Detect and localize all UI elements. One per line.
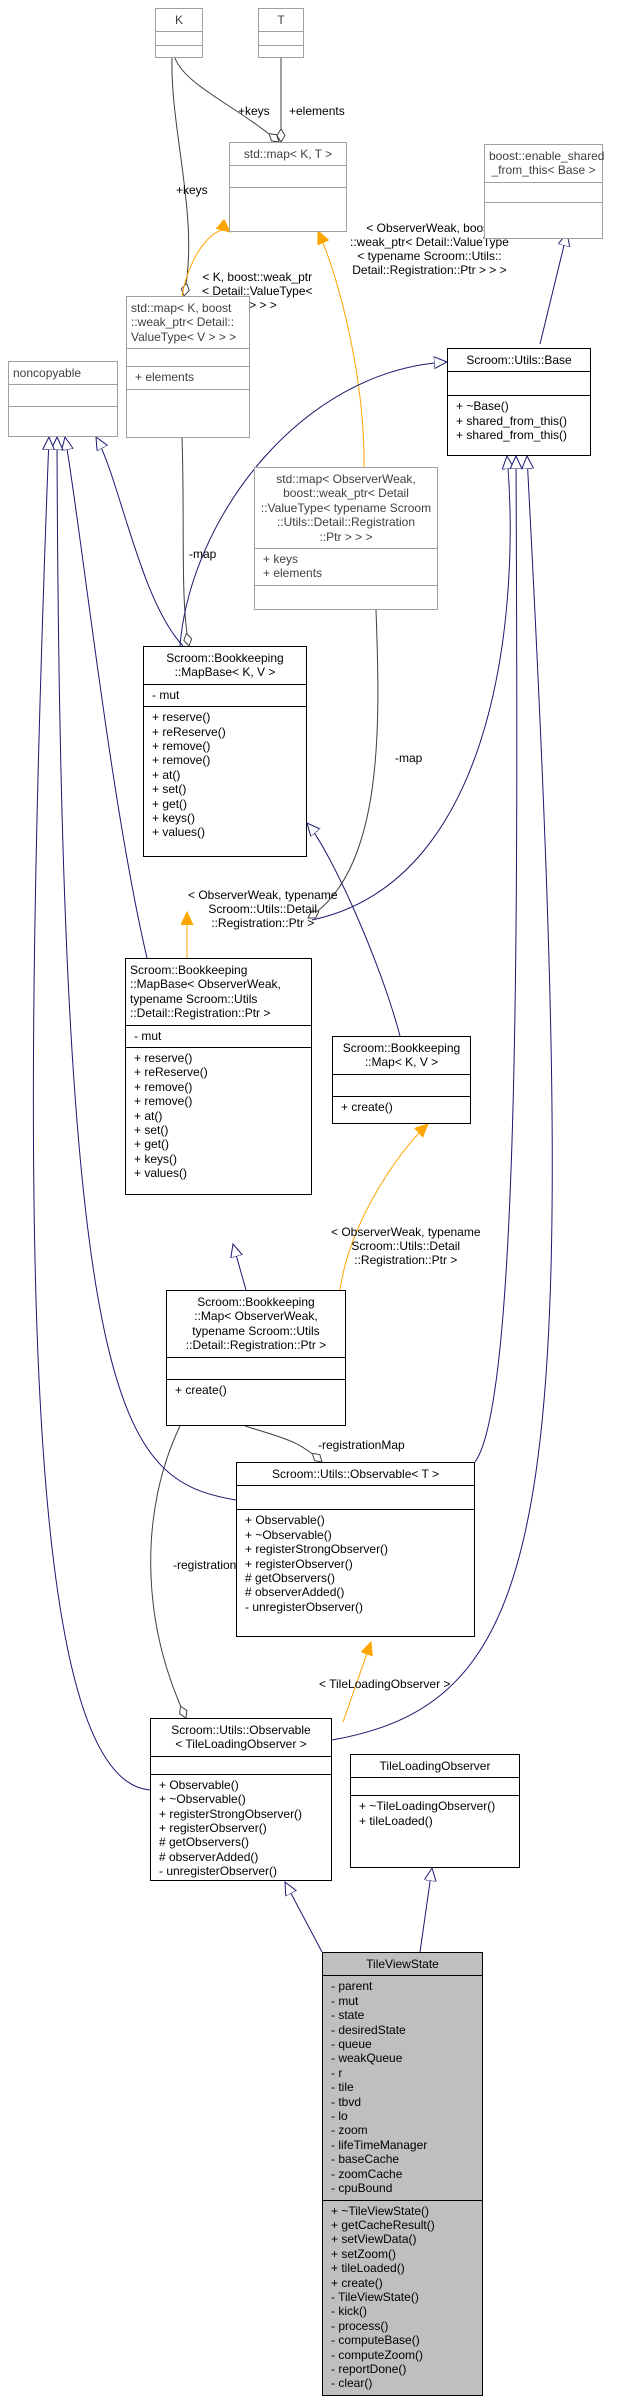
- class-map-k-v: Scroom::Bookkeeping::Map< K, V > + creat…: [332, 1036, 471, 1124]
- class-methods: + reserve()+ reReserve()+ remove()+ remo…: [126, 1047, 311, 1185]
- class-title: std::map< K, T >: [243, 147, 333, 161]
- class-title: Scroom::Utils::Observable< TileLoadingOb…: [171, 1723, 311, 1752]
- class-members: + ~Base()+ shared_from_this()+ shared_fr…: [448, 395, 590, 446]
- class-title: std::map< K, boost::weak_ptr< Detail::Va…: [131, 301, 237, 344]
- class-methods: + ~TileLoadingObserver()+ tileLoaded(): [351, 1795, 519, 1832]
- class-title: boost::enable_shared_from_this< Base >: [489, 149, 605, 178]
- edge-map-obs-mapbase-obs: [233, 1244, 247, 1291]
- class-observable-t: Scroom::Utils::Observable< T > + Observa…: [236, 1462, 475, 1637]
- edge-label-keys-k: +keys: [238, 104, 270, 118]
- edge-observable-t-base: [474, 456, 517, 1463]
- class-methods: + Observable()+ ~Observable()+ registerS…: [237, 1509, 474, 1618]
- class-tileviewstate: TileViewState - parent- mut- state- desi…: [322, 1952, 483, 2396]
- class-observable-tileloadingobserver: Scroom::Utils::Observable< TileLoadingOb…: [150, 1718, 332, 1881]
- edge-tmpl-map: [339, 1124, 428, 1291]
- class-title: noncopyable: [13, 366, 82, 380]
- class-title: Scroom::Bookkeeping::MapBase< ObserverWe…: [130, 963, 281, 1021]
- class-title: Scroom::Bookkeeping::MapBase< K, V >: [166, 651, 284, 680]
- edge-mapbase-obs-noncopyable: [65, 437, 148, 959]
- class-std-map-k-t: std::map< K, T >: [229, 142, 347, 232]
- edge-label-map-right: -map: [395, 751, 423, 765]
- class-std-map-weak-ptr: std::map< K, boost::weak_ptr< Detail::Va…: [126, 296, 250, 438]
- edge-regmap-1: [244, 1425, 322, 1462]
- class-title: TileLoadingObserver: [379, 1759, 491, 1773]
- edge-label-tmpl-tlo: < TileLoadingObserver >: [319, 1677, 451, 1691]
- edge-label-tmpl-observerweak: < ObserverWeak, boost::weak_ptr< Detail:…: [350, 221, 509, 277]
- class-members: + elements: [127, 366, 249, 388]
- edge-label-map-left: -map: [189, 547, 217, 561]
- edge-map-kv-mapbase-kv: [307, 823, 401, 1037]
- edge-label-regmap-1: -registrationMap: [318, 1438, 405, 1452]
- class-methods: + ~TileViewState()+ getCacheResult()+ se…: [323, 2199, 482, 2395]
- class-title: T: [277, 13, 285, 27]
- edge-mapbase-kv-noncopyable: [96, 437, 184, 647]
- class-attributes: - parent- mut- state- desiredState- queu…: [323, 1975, 482, 2199]
- edge-observable-tlo-base: [331, 456, 553, 1741]
- class-title: Scroom::Bookkeeping::Map< ObserverWeak,t…: [185, 1295, 327, 1353]
- class-methods: + create(): [333, 1095, 470, 1118]
- edge-tvs-observable-tlo: [285, 1882, 323, 1953]
- edge-keys-k: [174, 57, 279, 142]
- class-k: K: [155, 8, 203, 58]
- class-methods: + create(): [167, 1378, 345, 1401]
- edge-label-elements-t: +elements: [289, 104, 345, 118]
- edge-observable-t-noncopyable: [57, 437, 237, 1501]
- class-enable-shared-from-this: boost::enable_shared_from_this< Base >: [484, 144, 605, 239]
- edge-keys-k2: [171, 57, 189, 296]
- edge-enable-shared-base: [539, 233, 567, 345]
- class-t: T: [258, 8, 304, 58]
- class-scroom-utils-base: Scroom::Utils::Base + ~Base()+ shared_fr…: [447, 348, 591, 456]
- class-map-observerweak: Scroom::Bookkeeping::Map< ObserverWeak,t…: [166, 1290, 346, 1426]
- class-tileloadingobserver: TileLoadingObserver + ~TileLoadingObserv…: [350, 1754, 520, 1868]
- class-title: TileViewState: [366, 1957, 439, 1971]
- edge-observable-tlo-noncopyable: [32, 437, 151, 1791]
- class-title: Scroom::Utils::Observable< T >: [272, 1467, 439, 1481]
- edge-map-right: [308, 609, 379, 918]
- class-std-map-observerweak: std::map< ObserverWeak,boost::weak_ptr< …: [254, 467, 438, 610]
- class-mapbase-observerweak: Scroom::Bookkeeping::MapBase< ObserverWe…: [125, 958, 312, 1195]
- class-title: Scroom::Utils::Base: [466, 353, 572, 367]
- edge-tvs-tlo: [419, 1868, 432, 1953]
- class-noncopyable: noncopyable: [8, 361, 118, 437]
- edge-mapbase-kv-base: [179, 362, 447, 647]
- edge-tmpl-observerweak: [318, 231, 365, 469]
- class-mapbase-k-v: Scroom::Bookkeeping::MapBase< K, V > - m…: [143, 646, 307, 857]
- edge-tmpl-tlo: [342, 1642, 371, 1723]
- edge-mapbase-obs-base: [311, 456, 510, 921]
- class-title: K: [174, 13, 183, 27]
- class-methods: + Observable()+ ~Observable()+ registerS…: [151, 1773, 331, 1883]
- class-attributes: - mut: [126, 1024, 311, 1047]
- class-methods: + reserve()+ reReserve()+ remove()+ remo…: [144, 706, 306, 844]
- edge-regmap-2: [150, 1425, 186, 1718]
- edge-tmpl-kv: [181, 230, 230, 297]
- class-title: std::map< ObserverWeak,boost::weak_ptr< …: [260, 472, 432, 544]
- class-title: Scroom::Bookkeeping::Map< K, V >: [342, 1041, 461, 1070]
- class-attributes: - mut: [144, 683, 306, 706]
- edge-map-left: [181, 437, 189, 646]
- class-members: + keys+ elements: [255, 548, 437, 585]
- edge-label-keys-k2: +keys: [176, 183, 208, 197]
